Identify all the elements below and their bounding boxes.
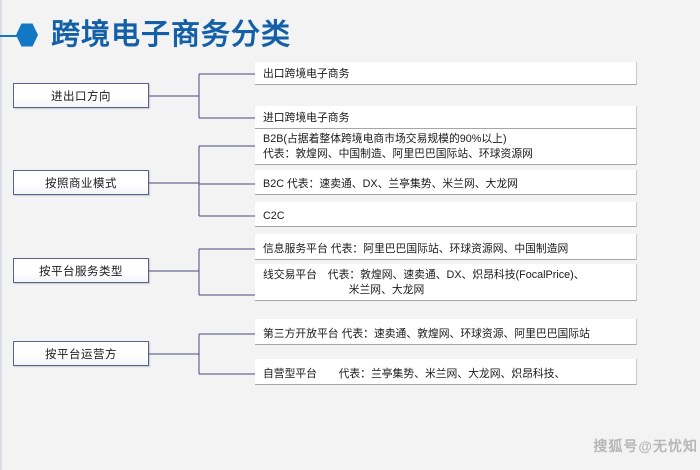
leaf-line-1: 出口跨境电子商务 (263, 67, 350, 80)
leaf-third-party-open-platform[interactable]: 第三方开放平台 代表：速卖通、敦煌网、环球资源、阿里巴巴国际站 (255, 319, 637, 345)
slide-title-row: 跨境电子商务分类 (0, 14, 291, 56)
leaf-line-1: 信息服务平台 代表：阿里巴巴国际站、环球资源网、中国制造网 (263, 242, 569, 255)
title-stem-line (0, 35, 17, 37)
leaf-b2b[interactable]: B2B(占据着整体跨境电商市场交易规模的90%以上) 代表：敦煌网、中国制造、阿… (255, 129, 637, 165)
leaf-export-cross-border[interactable]: 出口跨境电子商务 (255, 62, 637, 85)
leaf-b2c[interactable]: B2C 代表：速卖通、DX、兰亭集势、米兰网、大龙网 (255, 170, 637, 195)
leaf-line-1: C2C (263, 209, 285, 222)
leaf-line-2: 米兰网、大龙网 (348, 283, 425, 296)
leaf-online-trading-platform[interactable]: 线交易平台 代表：敦煌网、速卖通、DX、炽昂科技(FocalPrice)、 米兰… (255, 264, 637, 301)
classification-diagram: 进出口方向 出口跨境电子商务 进口跨境电子商务 按照商业模式 B2B(占据着整体… (0, 56, 700, 396)
leaf-c2c[interactable]: C2C (255, 202, 637, 227)
leaf-line-1: 第三方开放平台 代表：速卖通、敦煌网、环球资源、阿里巴巴国际站 (263, 327, 590, 340)
page-title: 跨境电子商务分类 (51, 18, 292, 51)
leaf-information-service-platform[interactable]: 信息服务平台 代表：阿里巴巴国际站、环球资源网、中国制造网 (255, 234, 637, 260)
node-import-export-direction[interactable]: 进出口方向 (13, 83, 149, 108)
leaf-line-1: B2B(占据着整体跨境电商市场交易规模的90%以上) (263, 133, 507, 145)
leaf-line-2: 代表：敦煌网、中国制造、阿里巴巴国际站、环球资源网 (263, 147, 533, 160)
watermark-text: 搜狐号@无忧知 (593, 438, 698, 454)
leaf-line-1: 自营型平台 代表：兰亭集势、米兰网、大龙网、炽昂科技、 (263, 367, 566, 380)
left-edge-rule (0, 0, 2, 470)
hexagon-icon (16, 23, 38, 47)
leaf-import-cross-border[interactable]: 进口跨境电子商务 (255, 106, 637, 129)
node-platform-service-type[interactable]: 按平台服务类型 (13, 258, 149, 283)
leaf-self-operated-platform[interactable]: 自营型平台 代表：兰亭集势、米兰网、大龙网、炽昂科技、 (255, 359, 637, 385)
node-business-model[interactable]: 按照商业模式 (13, 170, 149, 195)
node-platform-operator[interactable]: 按平台运营方 (13, 341, 149, 366)
leaf-line-1: 进口跨境电子商务 (263, 111, 350, 124)
leaf-line-1: 线交易平台 代表：敦煌网、速卖通、DX、炽昂科技(FocalPrice)、 (263, 269, 585, 281)
leaf-line-1: B2C 代表：速卖通、DX、兰亭集势、米兰网、大龙网 (263, 177, 518, 190)
